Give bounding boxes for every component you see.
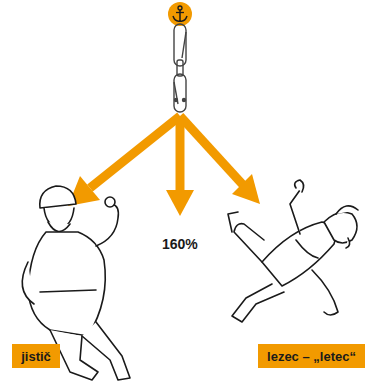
force-arrows xyxy=(68,116,260,216)
box-label: jistič xyxy=(21,349,51,364)
caption-box: jistič xyxy=(12,344,60,368)
force-percentage: 160% xyxy=(162,236,198,252)
caption-box: lezec – „letec“ xyxy=(258,344,365,368)
climber-figure xyxy=(228,180,358,322)
anchor-symbol xyxy=(168,2,192,26)
box-label: lezec – „letec“ xyxy=(267,349,356,364)
quickdraw xyxy=(174,24,186,112)
